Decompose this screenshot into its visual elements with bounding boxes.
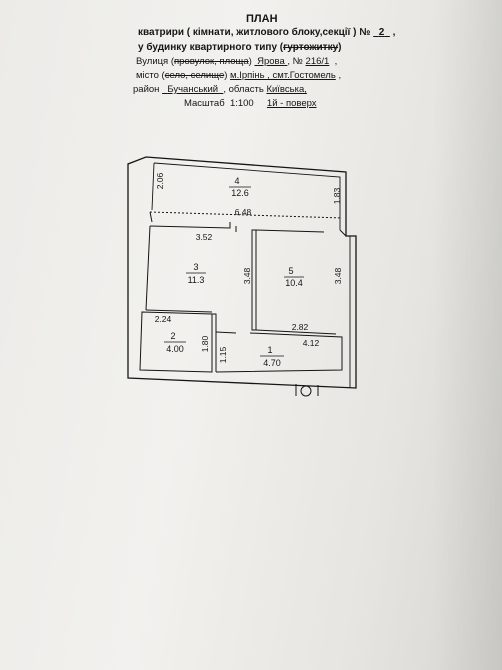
- building-type-struck: гуртожитку: [283, 42, 339, 53]
- room1-id: 1: [267, 345, 272, 355]
- room2-id: 2: [170, 331, 175, 341]
- apartment-label: кватрири ( кімнати, житлового блоку,секц…: [138, 27, 371, 38]
- street-label: Вулиця (: [136, 56, 175, 67]
- district-value: Бучанський: [167, 84, 219, 95]
- street-line: Вулиця (провулок, площа) Ярова , № 216/1…: [136, 56, 337, 67]
- city-label: місто (: [136, 70, 165, 81]
- dim-room4-right: 1.83: [332, 187, 342, 204]
- scale-value: 1:100: [229, 98, 254, 109]
- room3-left-wall: [145, 225, 151, 311]
- page-shadow: [432, 0, 502, 670]
- room2-wall-thick: [212, 313, 217, 372]
- dim-room4-width: 6.48: [235, 207, 252, 217]
- city-line: місто (село, селище) м.Ірпінь , смт.Гост…: [136, 70, 341, 81]
- room5-bottom-wall: [255, 329, 337, 335]
- apartment-line: кватрири ( кімнати, житлового блоку,секц…: [138, 27, 395, 38]
- dim-room5-width: 2.82: [292, 322, 309, 332]
- building-type-end: ): [338, 42, 342, 53]
- street-close: ): [248, 56, 252, 67]
- room2-area: 4.00: [166, 344, 184, 354]
- dim-bath-width: 2.24: [155, 314, 172, 324]
- apartment-number: 2: [378, 27, 385, 38]
- dim-bath-height: 1.80: [200, 335, 210, 352]
- city-end: ,: [338, 70, 342, 81]
- dim-corridor-height: 1.15: [218, 346, 228, 363]
- room5-area: 10.4: [285, 278, 303, 288]
- district-line: район Бучанський , область Київська,: [133, 84, 307, 95]
- partition-3-5: [251, 229, 257, 331]
- room3-bottom-wall: [145, 309, 213, 313]
- street-value: Ярова: [257, 56, 285, 67]
- city-close: ): [224, 70, 228, 81]
- dim-room4-left: 2.06: [155, 172, 165, 189]
- street-end: ,: [334, 56, 338, 67]
- building-type-line: у будинку квартирного типу (гуртожитку): [138, 42, 341, 53]
- building-type-label: у будинку квартирного типу (: [138, 42, 284, 53]
- room1-walls: [215, 331, 343, 373]
- scale-label: Масштаб: [184, 98, 225, 109]
- room5-top-wall: [255, 229, 325, 233]
- dim-room5-height: 3.48: [333, 267, 343, 284]
- city-value: м.Ірпінь , смт.Гостомель: [230, 70, 336, 81]
- dim-room3-height: 3.48: [242, 267, 252, 284]
- room1-area: 4.70: [263, 358, 281, 368]
- document-title: ПЛАН: [246, 13, 278, 25]
- room4-area: 12.6: [231, 188, 249, 198]
- room2-walls: [139, 311, 213, 373]
- outer-wall-inner-left: [151, 162, 155, 211]
- floor-value: 1й - поверх: [266, 98, 317, 109]
- street-number: 216/1: [305, 56, 330, 67]
- room4-divider: [149, 211, 343, 219]
- room3-area: 11.3: [188, 275, 205, 285]
- district-label: район: [133, 84, 160, 95]
- room4-id: 4: [234, 176, 239, 186]
- street-struck: провулок, площа: [174, 56, 249, 67]
- street-sep: , №: [287, 56, 303, 67]
- region-value: Київська,: [266, 84, 307, 95]
- wall-corner: [339, 229, 347, 237]
- scale-line: Масштаб 1:100 1й - поверх: [184, 98, 317, 109]
- outer-wall-inner: [153, 162, 341, 230]
- entrance-door-icon: [300, 385, 312, 397]
- apartment-line-end: ,: [392, 27, 396, 38]
- district-sep: , область: [223, 84, 264, 95]
- dim-corridor-width: 4.12: [303, 338, 320, 348]
- room5-id: 5: [288, 266, 293, 276]
- outer-wall: [127, 156, 357, 389]
- room3-top-wall: [149, 211, 231, 229]
- city-struck: село, селище: [164, 70, 225, 81]
- room3-id: 3: [193, 262, 198, 272]
- dim-room3-width: 3.52: [196, 232, 213, 242]
